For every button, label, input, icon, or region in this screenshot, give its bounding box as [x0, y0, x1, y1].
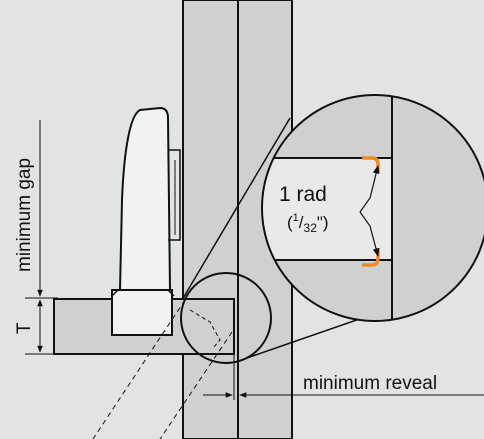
hinge-cup-rim — [111, 289, 175, 297]
radius-mark-bottom — [362, 248, 380, 267]
door-swing-outline — [189, 309, 221, 349]
radius-value-label: 1 rad — [279, 183, 327, 206]
door-swing-line-outer — [159, 331, 233, 439]
hinge-arm — [118, 106, 172, 291]
t-label: T — [14, 322, 35, 334]
hinge-mount-plate — [168, 149, 181, 241]
radius-arrow-bottom — [359, 211, 380, 257]
detail-circle-small — [180, 272, 272, 364]
zoom-tangent-upper — [181, 117, 291, 301]
hinge-cup — [111, 289, 173, 336]
detail-circle-zoom — [261, 94, 484, 322]
radius-mark-top — [362, 156, 380, 172]
radius-arrow-top — [359, 165, 380, 213]
minimum-reveal-label: minimum reveal — [303, 373, 437, 394]
radius-fraction-label: (1/32") — [287, 212, 329, 235]
zoom-detail — [262, 95, 484, 321]
cabinet-side-panel — [182, 0, 239, 439]
minimum-gap-label: minimum gap — [14, 158, 35, 272]
door-swing-line-inner — [92, 299, 186, 439]
